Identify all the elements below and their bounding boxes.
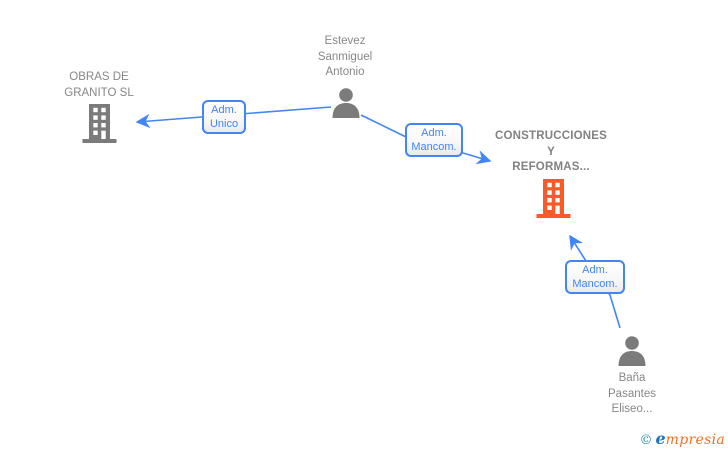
edge-label-line: Mancom. [411, 141, 457, 153]
edge-label-adm-mancom-2[interactable]: Adm. Mancom. [565, 260, 625, 294]
edge-label-line: Unico [209, 118, 239, 130]
node-label-line: Pasantes [608, 387, 656, 400]
company-building-icon[interactable] [82, 104, 117, 143]
edge-label-line: Adm. [421, 127, 447, 139]
edge-label-adm-mancom-1[interactable]: Adm. Mancom. [405, 123, 463, 157]
brand-name: mpresia [665, 432, 725, 448]
brand-initial: e [655, 429, 666, 448]
node-label-line: CONSTRUCCIONES [494, 130, 608, 142]
person-icon[interactable] [330, 88, 362, 118]
edge-label-adm-unico[interactable]: Adm. Unico [202, 100, 246, 134]
node-label-line: OBRAS DE [69, 71, 129, 83]
edge-label-line: Adm. [211, 104, 237, 116]
node-label-line: Antonio [325, 66, 365, 78]
node-label-estevez-sanmiguel[interactable]: Estevez Sanmiguel Antonio [295, 34, 395, 81]
edge-label-line: Adm. [582, 264, 608, 276]
copyright-icon: © [639, 433, 653, 448]
node-label-line: Sanmiguel [317, 50, 373, 63]
edge-label-line: Mancom. [572, 278, 618, 290]
company-building-icon-orange[interactable] [536, 179, 571, 218]
node-label-construcciones-reformas[interactable]: CONSTRUCCIONES Y REFORMAS... [478, 129, 624, 176]
node-label-line: Y [547, 145, 555, 158]
node-label-line: GRANITO SL [64, 86, 134, 99]
node-label-obras-de-granito[interactable]: OBRAS DE GRANITO SL [29, 70, 169, 101]
node-label-line: Baña [618, 372, 646, 384]
person-icon[interactable] [616, 336, 648, 366]
node-label-line: Eliseo... [611, 403, 653, 415]
node-label-line: Estevez [324, 35, 366, 47]
node-label-bana-pasantes[interactable]: Baña Pasantes Eliseo... [582, 371, 682, 418]
node-label-line: REFORMAS... [512, 161, 590, 173]
watermark-empresia-logo[interactable]: ©empresia [639, 429, 725, 448]
